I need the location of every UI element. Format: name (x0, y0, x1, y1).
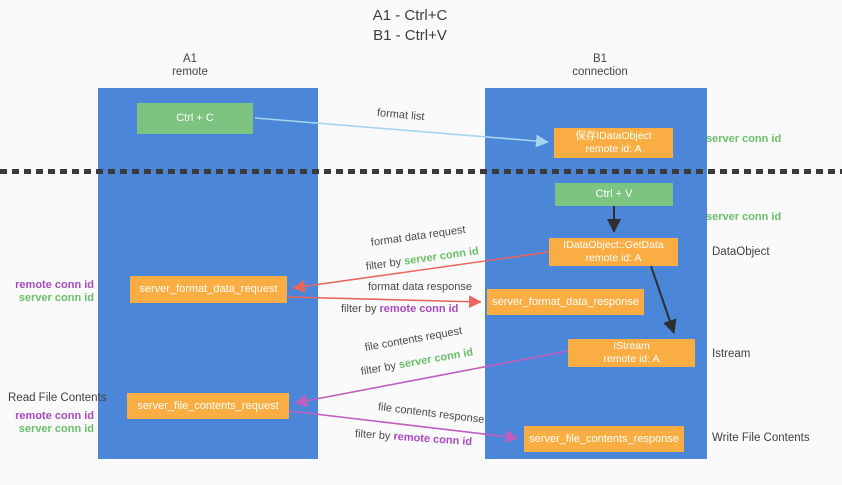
lane-header-left: A1 remote (130, 53, 250, 79)
node-istream-line1: IStream (613, 340, 650, 352)
edge-label-filter-remote-2: filter by remote conn id (355, 428, 473, 448)
node-ctrl-c-label: Ctrl + C (176, 112, 214, 124)
node-server-file-contents-request: server_file_contents_request (127, 393, 289, 419)
node-server-format-data-request-label: server_format_data_request (139, 283, 278, 295)
node-getdata: IDataObject::GetData remote id: A (549, 238, 678, 266)
node-server-file-contents-request-label: server_file_contents_request (137, 399, 279, 412)
remote-conn-id-text: remote conn id (379, 303, 459, 315)
lane-right-role: connection (572, 66, 628, 78)
node-getdata-line2: remote id: A (585, 252, 642, 264)
node-ctrl-c: Ctrl + C (137, 103, 253, 134)
edge-label-format-data-request: format data request (370, 223, 467, 249)
filter-by-text: filter by (341, 303, 377, 315)
node-ctrl-v: Ctrl + V (555, 183, 673, 206)
node-getdata-line1: IDataObject::GetData (563, 239, 664, 251)
server-conn-id-text: server conn id (403, 245, 480, 268)
edge-label-format-list: format list (376, 107, 426, 124)
label-server-conn-id-bottom-left: server conn id (18, 423, 94, 435)
edge-label-file-contents-response: file contents response (377, 401, 485, 426)
lane-header-right: B1 connection (540, 53, 660, 79)
node-server-file-contents-response-label: server_file_contents_response (529, 432, 679, 445)
label-server-conn-id-top-right: server conn id (706, 133, 782, 145)
title-line-2: B1 - Ctrl+V (373, 27, 447, 44)
lane-left-name: A1 (182, 53, 198, 65)
edge-label-format-data-response: format data response (368, 281, 472, 293)
node-ctrl-v-label: Ctrl + V (595, 188, 633, 200)
label-write-file-contents: Write File Contents (712, 432, 810, 444)
node-istream-line2: remote id: A (603, 353, 660, 365)
diagram-title: A1 - Ctrl+C B1 - Ctrl+V (325, 6, 495, 46)
edge-label-filter-server-1: filter by server conn id (365, 245, 479, 273)
label-istream: Istream (712, 348, 751, 360)
filter-by-text: filter by (365, 256, 402, 273)
label-remote-conn-id-bottom-left: remote conn id (15, 410, 94, 422)
node-save-dataobject-line2: remote id: A (585, 143, 642, 155)
node-server-file-contents-response: server_file_contents_response (524, 426, 684, 452)
node-server-format-data-response: server_format_data_response (487, 289, 644, 315)
filter-by-text: filter by (354, 428, 391, 443)
title-line-1: A1 - Ctrl+C (372, 7, 448, 24)
label-server-conn-id-mid-left: server conn id (18, 292, 94, 304)
label-dataobject: DataObject (712, 246, 770, 258)
label-server-conn-id-mid-right: server conn id (706, 211, 782, 223)
server-conn-id-text: server conn id (397, 346, 475, 372)
edge-label-filter-remote-1: filter by remote conn id (341, 303, 458, 315)
lane-left-role: remote (172, 66, 208, 78)
node-server-format-data-response-label: server_format_data_response (492, 295, 639, 308)
node-server-format-data-request: server_format_data_request (130, 276, 287, 303)
remote-conn-id-text: remote conn id (393, 430, 473, 449)
node-istream: IStream remote id: A (568, 339, 695, 367)
label-remote-conn-id-mid-left: remote conn id (15, 279, 94, 291)
node-save-dataobject-line1: 保存IDataObject (575, 130, 652, 142)
filter-by-text: filter by (359, 359, 397, 378)
lane-right-name: B1 (592, 53, 608, 65)
node-save-dataobject: 保存IDataObject remote id: A (554, 128, 673, 158)
dotted-divider (0, 169, 842, 174)
label-read-file-contents: Read File Contents (8, 392, 107, 404)
